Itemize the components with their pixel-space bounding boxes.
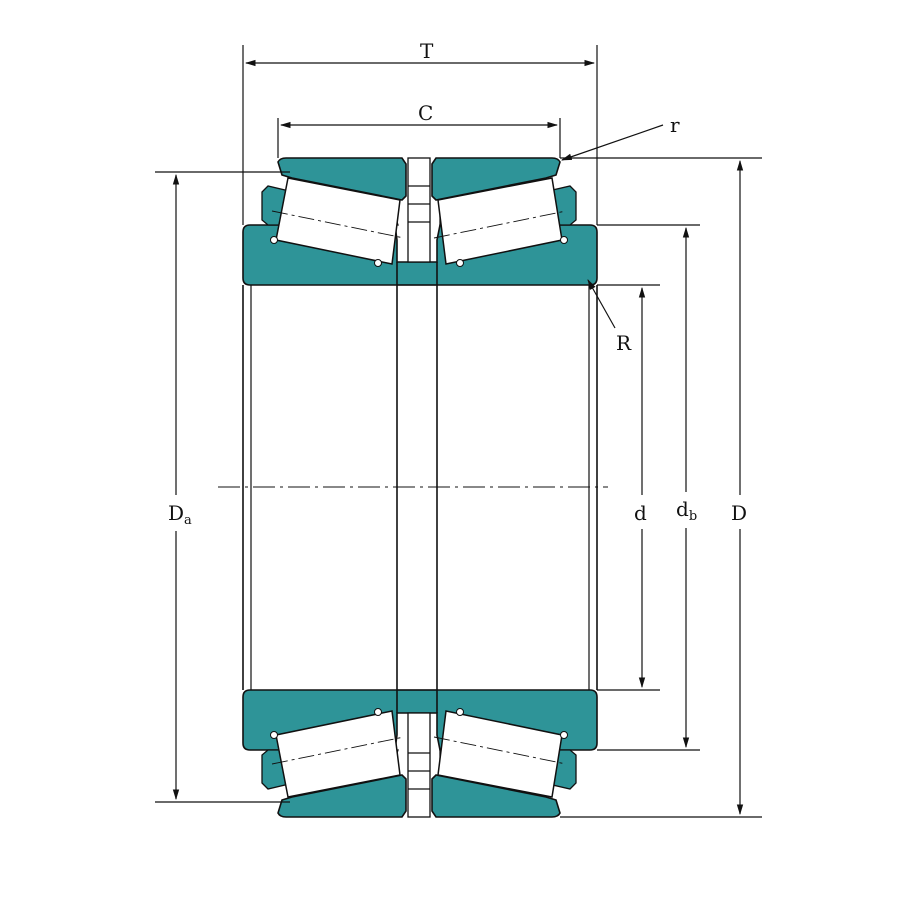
callout-r: r [560, 113, 680, 161]
label-db: db [676, 497, 697, 524]
label-D: D [731, 501, 747, 525]
roller-upper-left [275, 177, 401, 265]
label-Da: Da [168, 501, 192, 528]
label-R: R [616, 331, 632, 355]
dimension-T: T [242, 39, 598, 225]
dimension-d: d [597, 284, 660, 691]
bore-outline [218, 262, 608, 713]
label-d: d [634, 501, 647, 525]
roller-lower-left [275, 710, 401, 798]
lower-section [242, 689, 598, 818]
dimension-db: db [597, 224, 700, 751]
label-C: C [418, 101, 433, 125]
callout-R: R [587, 279, 632, 355]
label-T: T [420, 39, 434, 63]
dimension-C: C [277, 101, 561, 158]
dimension-Da: Da [155, 171, 290, 803]
upper-section [242, 157, 598, 286]
outer-ring-lower-right [431, 774, 561, 818]
outer-ring-upper-right [431, 157, 561, 201]
dimension-D: D [560, 157, 762, 818]
label-r: r [670, 113, 680, 137]
